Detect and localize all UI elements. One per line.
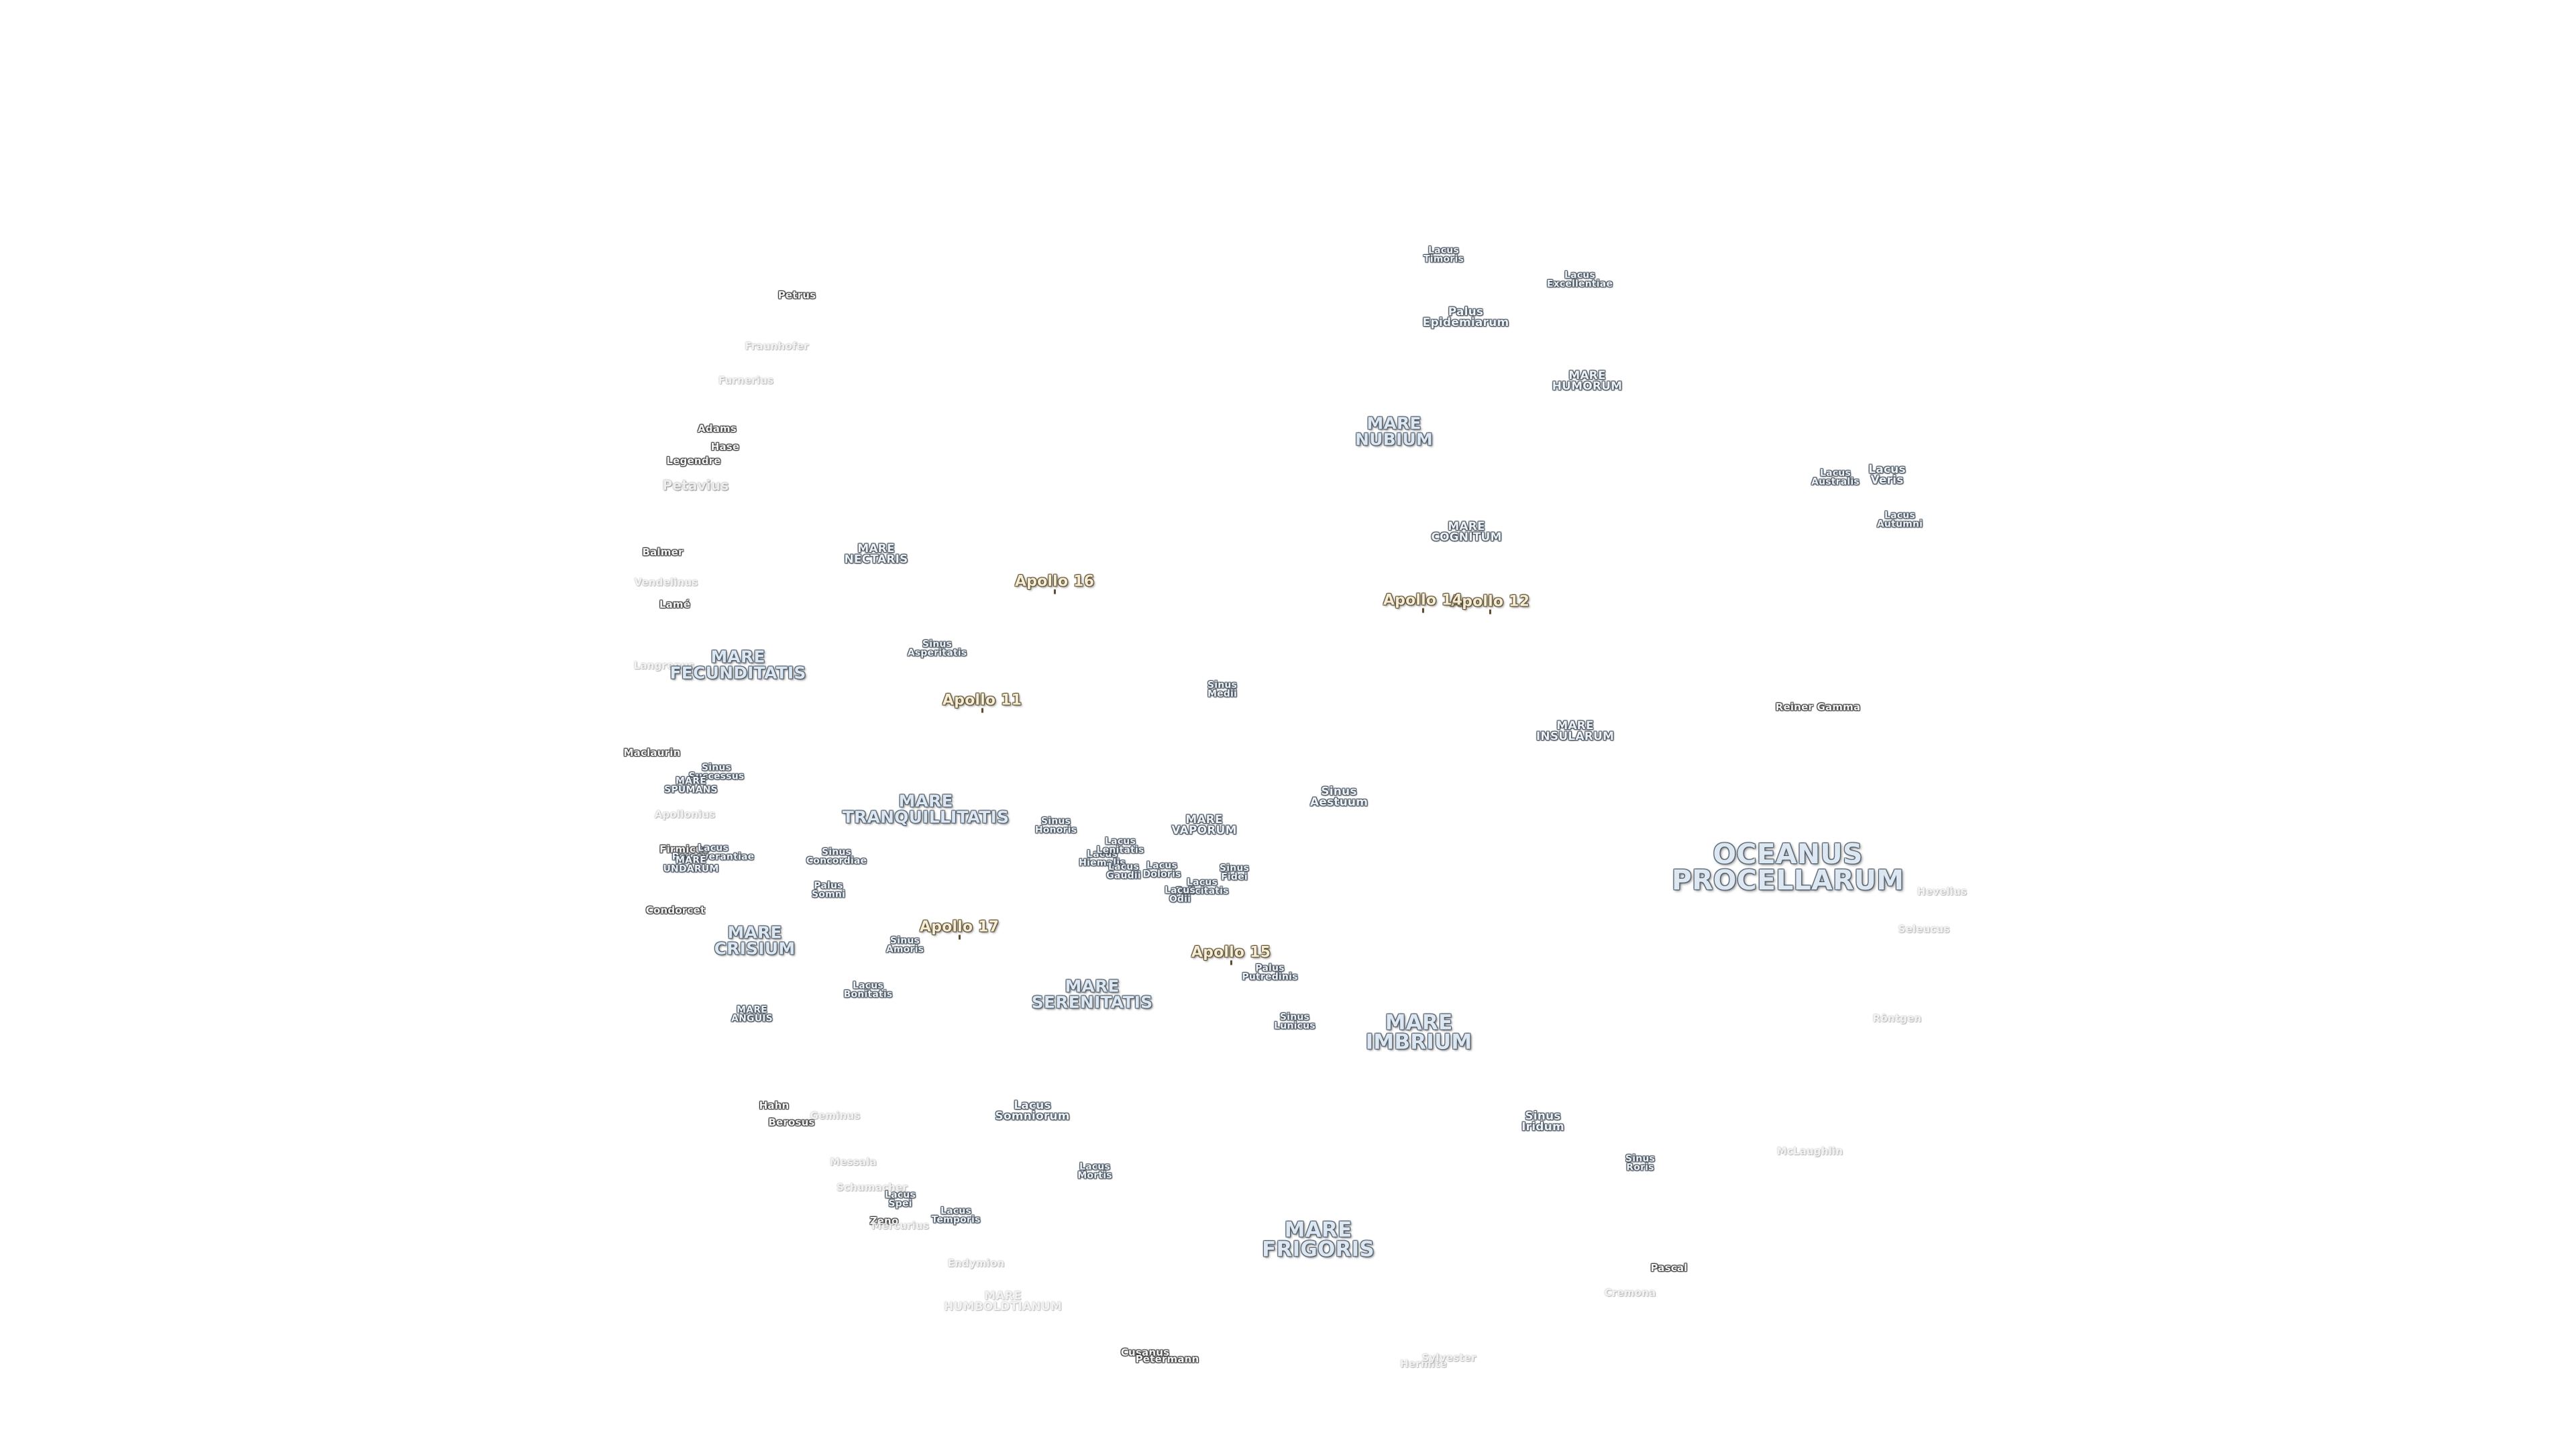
mare-anguis-label[interactable]: MARE ANGUIS	[731, 1004, 773, 1024]
lame-label[interactable]: Lamé	[659, 598, 691, 610]
lacus-lenitatis-label[interactable]: Lacus Lenitatis	[1096, 836, 1144, 856]
lacus-gaudii-label[interactable]: Lacus Gaudii	[1106, 861, 1141, 881]
cusanus-label[interactable]: Cusanus	[1120, 1346, 1170, 1358]
lacus-felicitatis-label[interactable]: Lacus Felicitatis	[1175, 877, 1229, 897]
firmicus-label[interactable]: Firmicus	[659, 843, 709, 855]
landing-site-marker-icon	[981, 708, 983, 713]
mclaughlin-label[interactable]: McLaughlin	[1776, 1144, 1843, 1157]
messala-label[interactable]: Messala	[830, 1155, 877, 1168]
schumacher-label[interactable]: Schumacher	[837, 1181, 908, 1193]
fraunhofer-label[interactable]: Fraunhofer	[745, 339, 809, 352]
pascal-label[interactable]: Pascal	[1650, 1261, 1688, 1274]
apollonius-label[interactable]: Apollonius	[654, 808, 716, 820]
landing-site-marker-icon	[1230, 960, 1232, 965]
palus-epidemiarum-label[interactable]: Palus Epidemiarum	[1422, 305, 1509, 329]
petrus-label[interactable]: Petrus	[777, 288, 816, 301]
vendelinus-label[interactable]: Vendelinus	[634, 576, 698, 588]
lacus-hiemalis-label[interactable]: Lacus Hiemalis	[1079, 849, 1126, 869]
langrenus-label[interactable]: Langrenus	[633, 659, 695, 672]
apollo-11-landing-site[interactable]: Apollo 11	[943, 693, 1022, 713]
hermite-label[interactable]: Hermite	[1400, 1357, 1447, 1370]
apollo-12-landing-site[interactable]: Apollo 12	[1450, 594, 1529, 614]
landing-site-marker-icon	[1053, 589, 1056, 594]
mare-crisium-label[interactable]: MARE CRISIUM	[714, 922, 796, 958]
lacus-doloris-label[interactable]: Lacus Doloris	[1142, 860, 1181, 880]
apollo-17-landing-site[interactable]: Apollo 17	[920, 920, 999, 940]
sinus-fidei-label[interactable]: Sinus Fidei	[1219, 863, 1250, 883]
apollo-14-landing-site[interactable]: Apollo 14	[1383, 593, 1462, 613]
lacus-bonitatis-label[interactable]: Lacus Bonitatis	[843, 980, 893, 1000]
cremona-label[interactable]: Cremona	[1604, 1286, 1656, 1299]
mare-frigoris-label[interactable]: MARE FRIGORIS	[1262, 1218, 1375, 1262]
mare-humboldtianum-label[interactable]: MARE HUMBOLDTIANUM	[944, 1289, 1062, 1313]
lacus-odii-label[interactable]: Lacus Odii	[1165, 885, 1195, 905]
mare-spumans-label[interactable]: MARE SPUMANS	[664, 775, 718, 796]
geminus-label[interactable]: Geminus	[810, 1109, 861, 1122]
lacus-autumni-label[interactable]: Lacus Autumni	[1876, 510, 1923, 530]
oceanus-procellarum-label[interactable]: OCEANUS PROCELLARUM	[1671, 838, 1904, 896]
sinus-lunicus-label[interactable]: Sinus Lunicus	[1274, 1012, 1316, 1032]
sinus-aestuum-label[interactable]: Sinus Aestuum	[1309, 784, 1368, 809]
zeno-label[interactable]: Zeno	[869, 1214, 899, 1227]
sylvester-label[interactable]: Sylvester	[1421, 1351, 1477, 1364]
mare-nectaris-label[interactable]: MARE NECTARIS	[844, 541, 908, 566]
adams-label[interactable]: Adams	[697, 422, 737, 435]
lacus-somniorum-label[interactable]: Lacus Somniorum	[995, 1098, 1070, 1123]
seleucus-label[interactable]: Seleucus	[1898, 922, 1950, 935]
mare-serenitatis-label[interactable]: MARE SERENITATIS	[1031, 976, 1153, 1012]
apollo-15-landing-site[interactable]: Apollo 15	[1191, 945, 1271, 965]
mare-vaporum-label[interactable]: MARE VAPORUM	[1171, 812, 1237, 837]
mare-imbrium-label[interactable]: MARE IMBRIUM	[1365, 1010, 1472, 1055]
mare-insularum-label[interactable]: MARE INSULARUM	[1536, 718, 1615, 743]
lacus-perseverantiae-label[interactable]: Lacus Perseverantiae	[672, 843, 755, 863]
legendre-label[interactable]: Legendre	[666, 454, 721, 467]
hahn-label[interactable]: Hahn	[759, 1099, 790, 1112]
landing-site-marker-icon	[1421, 608, 1424, 613]
sinus-roris-label[interactable]: Sinus Roris	[1625, 1153, 1656, 1173]
sinus-medii-label[interactable]: Sinus Medii	[1207, 680, 1238, 700]
sinus-asperitatis-label[interactable]: Sinus Asperitatis	[907, 639, 967, 659]
mare-tranquillitatis-label[interactable]: MARE TRANQUILLITATIS	[842, 791, 1010, 826]
lacus-excellentiae-label[interactable]: Lacus Excellentiae	[1546, 270, 1613, 290]
maclaurin-label[interactable]: Maclaurin	[623, 746, 681, 759]
mercurius-label[interactable]: Mercurius	[871, 1219, 930, 1232]
apollo-16-landing-site[interactable]: Apollo 16	[1015, 574, 1094, 594]
berosus-label[interactable]: Berosus	[768, 1116, 815, 1128]
sinus-successus-label[interactable]: Sinus Successus	[688, 762, 745, 782]
lacus-veris-label[interactable]: Lacus Veris	[1868, 462, 1906, 487]
petavius-label[interactable]: Petavius	[662, 477, 729, 494]
lacus-timoris-label[interactable]: Lacus Timoris	[1424, 245, 1464, 265]
petermann-label[interactable]: Petermann	[1135, 1352, 1199, 1365]
lacus-australis-label[interactable]: Lacus Australis	[1811, 468, 1860, 488]
balmer-label[interactable]: Balmer	[642, 545, 684, 558]
landing-site-marker-icon	[1489, 609, 1491, 614]
mare-humorum-label[interactable]: MARE HUMORUM	[1552, 368, 1623, 393]
hevelius-label[interactable]: Hevelius	[1917, 885, 1968, 898]
lacus-mortis-label[interactable]: Lacus Mortis	[1077, 1161, 1112, 1181]
rontgen-label[interactable]: Röntgen	[1872, 1012, 1922, 1024]
mare-undarum-label[interactable]: MARE UNDARUM	[663, 855, 719, 875]
palus-putredinis-label[interactable]: Palus Putredinis	[1242, 963, 1298, 983]
palus-somni-label[interactable]: Palus Somni	[811, 880, 846, 900]
mare-fecunditatis-label[interactable]: MARE FECUNDITATIS	[669, 647, 806, 682]
mare-nubium-label[interactable]: MARE NUBIUM	[1355, 413, 1433, 449]
hase-label[interactable]: Hase	[710, 440, 740, 453]
sinus-iridum-label[interactable]: Sinus Iridum	[1521, 1109, 1564, 1134]
mare-cognitum-label[interactable]: MARE COGNITUM	[1431, 519, 1502, 544]
furnerius-label[interactable]: Furnerius	[718, 374, 774, 386]
endymion-label[interactable]: Endymion	[947, 1256, 1005, 1269]
landing-site-marker-icon	[958, 934, 961, 940]
condorcet-label[interactable]: Condorcet	[645, 904, 706, 916]
reiner-gamma-label[interactable]: Reiner Gamma	[1775, 700, 1861, 713]
lacus-spei-label[interactable]: Lacus Spei	[885, 1189, 916, 1210]
sinus-concordiae-label[interactable]: Sinus Concordiae	[806, 847, 867, 867]
sinus-honoris-label[interactable]: Sinus Honoris	[1034, 816, 1077, 836]
sinus-amoris-label[interactable]: Sinus Amoris	[885, 935, 924, 955]
lacus-temporis-label[interactable]: Lacus Temporis	[931, 1205, 981, 1226]
